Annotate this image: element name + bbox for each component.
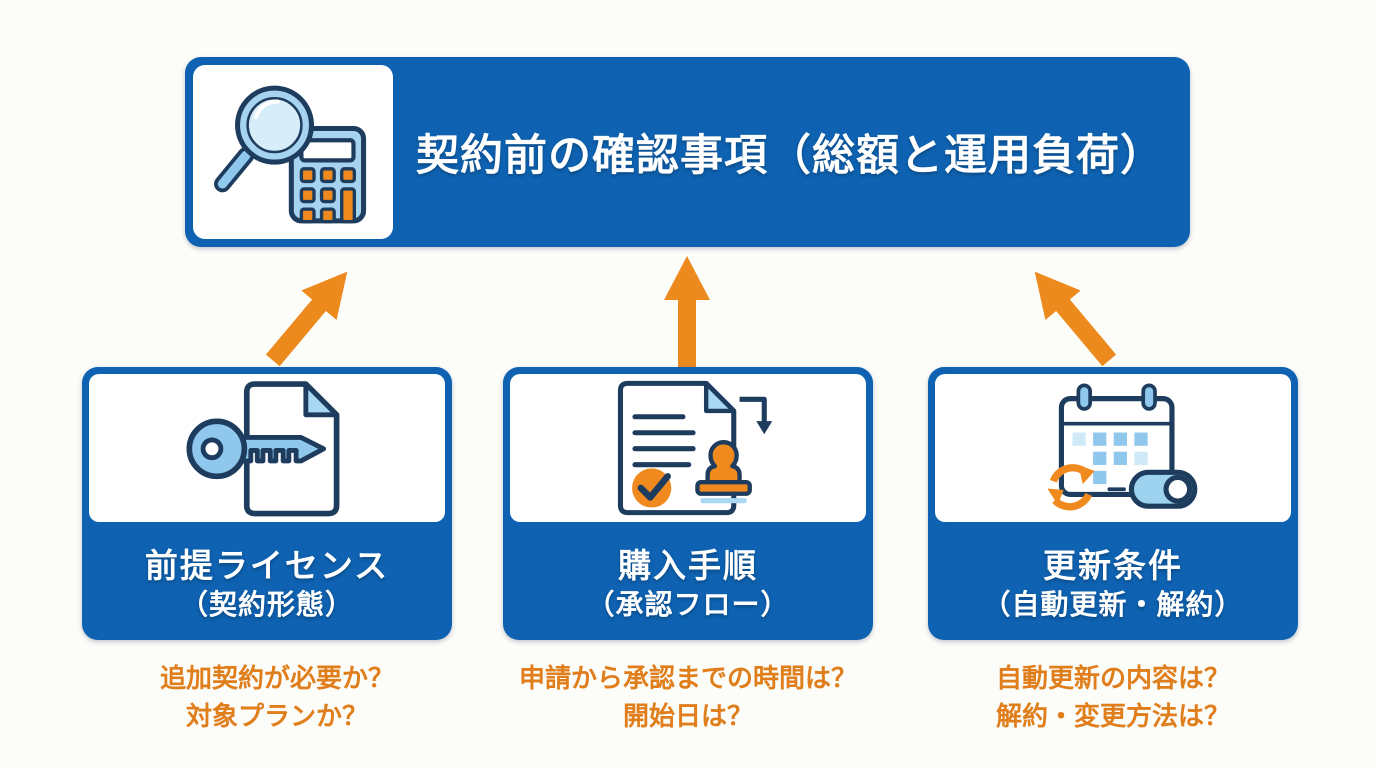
card-license-title-line2: （契約形態） [179, 588, 354, 620]
calendar-renewal-toggle-icon [1047, 383, 1198, 511]
caption-purchase: 申請から承認までの時間は？ 開始日は？ [458, 660, 918, 735]
card-renewal: 更新条件 （自動更新・解約） [928, 367, 1298, 640]
magnifier-calculator-icon [214, 85, 367, 224]
key-document-icon [186, 381, 340, 517]
card-purchase-title-line2: （承認フロー） [586, 588, 790, 620]
caption-license-line1: 追加契約が必要か？ [159, 663, 394, 693]
card-renewal-title-line2: （自動更新・解約） [982, 588, 1244, 620]
card-renewal-icon-area [935, 374, 1291, 522]
card-license: 前提ライセンス （契約形態） [82, 367, 452, 640]
caption-license-line2: 対象プランか？ [185, 700, 368, 731]
caption-renewal: 自動更新の内容は？ 解約・変更方法は？ [883, 660, 1343, 735]
card-renewal-title-line1: 更新条件 [1043, 547, 1183, 585]
header-icon-panel [193, 65, 393, 239]
approval-stamp-document-icon [617, 380, 773, 516]
card-renewal-title: 更新条件 （自動更新・解約） [928, 527, 1298, 640]
caption-license: 追加契約が必要か？ 対象プランか？ [47, 660, 507, 735]
arrow-up-right-icon [255, 257, 365, 375]
card-license-icon-area [89, 374, 445, 522]
card-purchase-title: 購入手順 （承認フロー） [503, 527, 873, 640]
arrow-up-left-icon [1017, 257, 1127, 375]
page-title: 契約前の確認事項（総額と運用負荷） [416, 132, 1164, 180]
header-banner: 契約前の確認事項（総額と運用負荷） [185, 57, 1190, 247]
caption-renewal-line1: 自動更新の内容は？ [995, 663, 1230, 693]
card-license-title-line1: 前提ライセンス [144, 547, 390, 585]
caption-purchase-line2: 開始日は？ [622, 700, 753, 731]
caption-renewal-line2: 解約・変更方法は？ [995, 700, 1230, 731]
card-purchase-title-line1: 購入手順 [618, 547, 758, 585]
card-purchase-icon-area [510, 374, 866, 522]
arrow-up-icon [664, 256, 710, 372]
card-purchase: 購入手順 （承認フロー） [503, 367, 873, 640]
caption-purchase-line1: 申請から承認までの時間は？ [518, 663, 857, 693]
card-license-title: 前提ライセンス （契約形態） [82, 527, 452, 640]
